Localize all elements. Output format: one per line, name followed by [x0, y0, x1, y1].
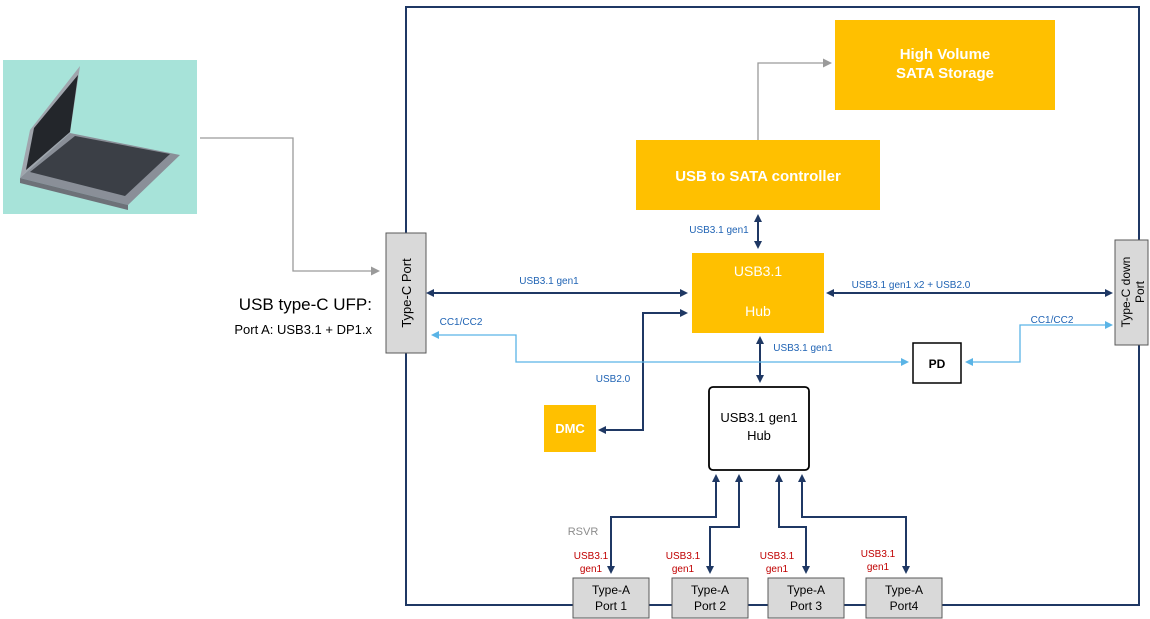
- type-c-port-label: Type-C Port: [399, 258, 414, 328]
- type-a-port-1-line2: Port 1: [595, 599, 627, 613]
- port-1-link: [611, 476, 716, 572]
- pd-label: PD: [929, 357, 946, 371]
- controller-to-storage-line: [758, 63, 830, 140]
- sata-storage-line2: SATA Storage: [896, 65, 994, 82]
- cc-right-link: [967, 325, 1111, 362]
- downstream-link-label: USB3.1 gen1 x2 + USB2.0: [852, 280, 971, 291]
- ufp-title: USB type-C UFP:: [239, 295, 372, 314]
- cc-right-label: CC1/CC2: [1031, 315, 1074, 326]
- type-a-port-2: Type-A Port 2: [672, 578, 748, 618]
- type-a-port-1: Type-A Port 1: [573, 578, 649, 618]
- type-a-port-4-line1: Type-A: [885, 583, 923, 597]
- port-3-link-label-line2: gen1: [766, 564, 789, 575]
- sata-controller-block: USB to SATA controller: [636, 140, 880, 210]
- usb31-hub-line2: Hub: [745, 303, 771, 319]
- usb31-hub-line1: USB3.1: [734, 263, 782, 279]
- hub-dmc-link: [600, 313, 686, 430]
- port-1-link-label-line1: USB3.1: [574, 551, 609, 562]
- port-2-link-label-line2: gen1: [672, 564, 695, 575]
- type-c-down-port: Type-C down Port: [1115, 240, 1148, 345]
- ufp-subtitle: Port A: USB3.1 + DP1.x: [234, 322, 372, 337]
- type-a-port-3-line1: Type-A: [787, 583, 825, 597]
- sata-storage-block: High Volume SATA Storage: [835, 20, 1055, 110]
- type-c-port: Type-C Port: [386, 233, 426, 353]
- usb31-hub-block: USB3.1 Hub: [692, 253, 824, 333]
- hub-to-gen1-label: USB3.1 gen1: [773, 343, 833, 354]
- pd-block: PD: [913, 343, 961, 383]
- laptop-connection-line: [200, 138, 378, 271]
- cc-left-label: CC1/CC2: [440, 317, 483, 328]
- type-a-port-3: Type-A Port 3: [768, 578, 844, 618]
- port-3-link-label-line1: USB3.1: [760, 551, 795, 562]
- port-4-link-label-line2: gen1: [867, 562, 890, 573]
- cc-left-link: [433, 335, 907, 362]
- type-a-port-1-line1: Type-A: [592, 583, 630, 597]
- usb31-gen1-hub-block: USB3.1 gen1 Hub: [709, 387, 809, 470]
- port-2-link: [710, 476, 739, 572]
- type-a-port-4-line2: Port4: [890, 599, 919, 613]
- dmc-label: DMC: [555, 421, 585, 436]
- gen1-hub-line1: USB3.1 gen1: [720, 410, 797, 425]
- gen1-hub-line2: Hub: [747, 428, 771, 443]
- rsvr-label: RSVR: [568, 526, 599, 538]
- port-1-link-label-line2: gen1: [580, 564, 603, 575]
- port-4-link-label-line1: USB3.1: [861, 549, 896, 560]
- type-a-port-2-line1: Type-A: [691, 583, 729, 597]
- upstream-link-label: USB3.1 gen1: [519, 276, 579, 287]
- port-2-link-label-line1: USB3.1: [666, 551, 701, 562]
- type-a-port-3-line2: Port 3: [790, 599, 822, 613]
- sata-controller-label: USB to SATA controller: [675, 168, 841, 185]
- type-c-down-line1: Type-C down: [1119, 257, 1133, 328]
- type-a-port-4: Type-A Port4: [866, 578, 942, 618]
- type-c-down-line2: Port: [1133, 280, 1147, 303]
- laptop-icon: [3, 60, 197, 214]
- ctrl-link-label: USB3.1 gen1: [689, 225, 749, 236]
- dmc-link-label: USB2.0: [596, 374, 631, 385]
- sata-storage-line1: High Volume: [900, 46, 991, 63]
- dmc-block: DMC: [544, 405, 596, 452]
- type-a-port-2-line2: Port 2: [694, 599, 726, 613]
